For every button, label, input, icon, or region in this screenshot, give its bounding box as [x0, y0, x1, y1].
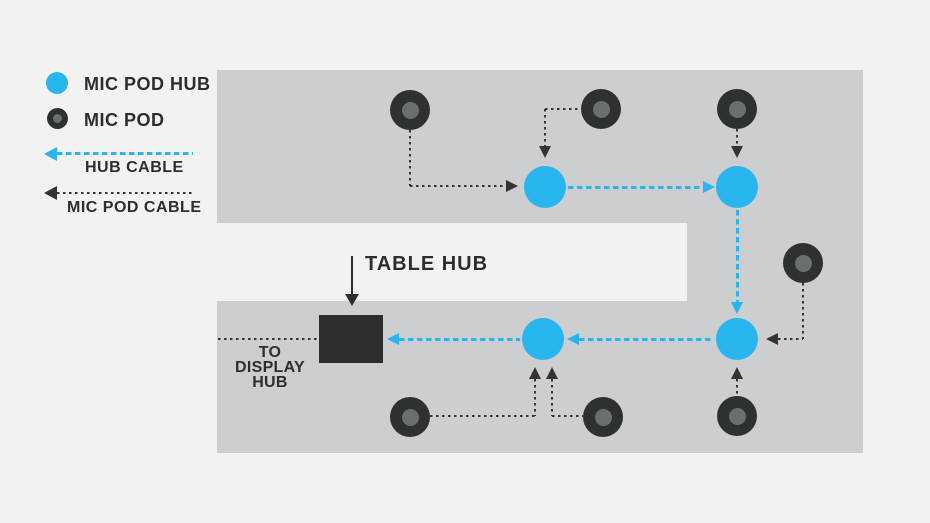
legend-label-hub-cable: HUB CABLE	[85, 159, 184, 176]
mic-pod-cable-line	[430, 415, 535, 417]
mic-pod-hub	[524, 166, 566, 208]
mic-pod-cable-line	[736, 129, 738, 146]
mic-pod-hub-icon	[46, 72, 68, 94]
mic-pod-cable-arrowhead-icon	[730, 367, 743, 379]
mic-pod-cable-line	[410, 185, 506, 187]
mic-pod-cable-line	[778, 338, 803, 340]
mic-pod-inner-dot	[794, 254, 812, 272]
mic-pod-cable-arrowhead-icon	[730, 146, 743, 158]
mic-pod-cable-line	[736, 379, 738, 396]
to-display-hub-label: TO DISPLAY HUB	[225, 344, 315, 391]
mic-pod-inner-dot	[728, 407, 746, 425]
mic-pod-cable-arrowhead-icon	[528, 367, 541, 379]
mic-pod-inner-dot	[728, 100, 746, 118]
table-hub-pointer-arrow-icon	[345, 294, 359, 306]
legend-label-mic-pod-hub: MIC POD HUB	[84, 74, 211, 94]
mic-pod-cable-sample-line	[57, 192, 193, 194]
table-hub-pointer-line	[351, 256, 353, 294]
mic-pod-cable-line	[409, 130, 411, 186]
mic-pod-inner-dot	[592, 100, 610, 118]
hub-cable-arrow-icon	[44, 146, 57, 161]
mic-pod-hub	[716, 166, 758, 208]
table-hub-box	[319, 315, 383, 363]
mic-pod-cable-arrow-icon	[44, 186, 57, 200]
hub-cable-line	[399, 337, 520, 341]
mic-pod-inner-dot	[401, 101, 419, 119]
mic-pod-cable-line	[545, 108, 581, 110]
mic-pod-cable-arrowhead-icon	[545, 367, 558, 379]
to-display-hub-line1: TO DISPLAY	[235, 344, 305, 376]
mic-pod-icon	[47, 108, 68, 129]
hub-cable-sample-line	[57, 152, 193, 155]
mic-pod-cable-arrowhead-icon	[766, 332, 778, 345]
mic-pod-inner-dot	[594, 408, 612, 426]
mic-pod-hub	[716, 318, 758, 360]
mic-pod-hub	[522, 318, 564, 360]
table-surface-right	[687, 223, 863, 301]
hub-cable-arrowhead-icon	[387, 332, 399, 345]
hub-cable-line	[735, 210, 739, 302]
legend-label-mic-pod-cable: MIC POD CABLE	[67, 199, 202, 216]
hub-cable-line	[568, 185, 703, 189]
hub-cable-line	[579, 337, 714, 341]
mic-pod-inner-dot	[53, 114, 62, 123]
mic-pod-cable-line	[534, 379, 536, 416]
mic-pod-cable-line	[552, 415, 583, 417]
hub-cable-arrowhead-icon	[703, 180, 715, 193]
mic-pod-cable-line	[218, 338, 318, 340]
to-display-hub-line2: HUB	[252, 374, 288, 391]
mic-pod-cable-line	[802, 283, 804, 339]
mic-pod-cable-arrowhead-icon	[538, 146, 551, 158]
hub-cable-arrowhead-icon	[567, 332, 579, 345]
mic-pod-inner-dot	[401, 408, 419, 426]
mic-pod-cable-line	[544, 109, 546, 146]
table-hub-label: TABLE HUB	[365, 253, 489, 275]
legend-label-mic-pod: MIC POD	[84, 110, 165, 130]
mic-pod-cable-line	[551, 379, 553, 416]
hub-cable-arrowhead-icon	[730, 302, 743, 314]
mic-pod-cable-arrowhead-icon	[506, 179, 518, 192]
